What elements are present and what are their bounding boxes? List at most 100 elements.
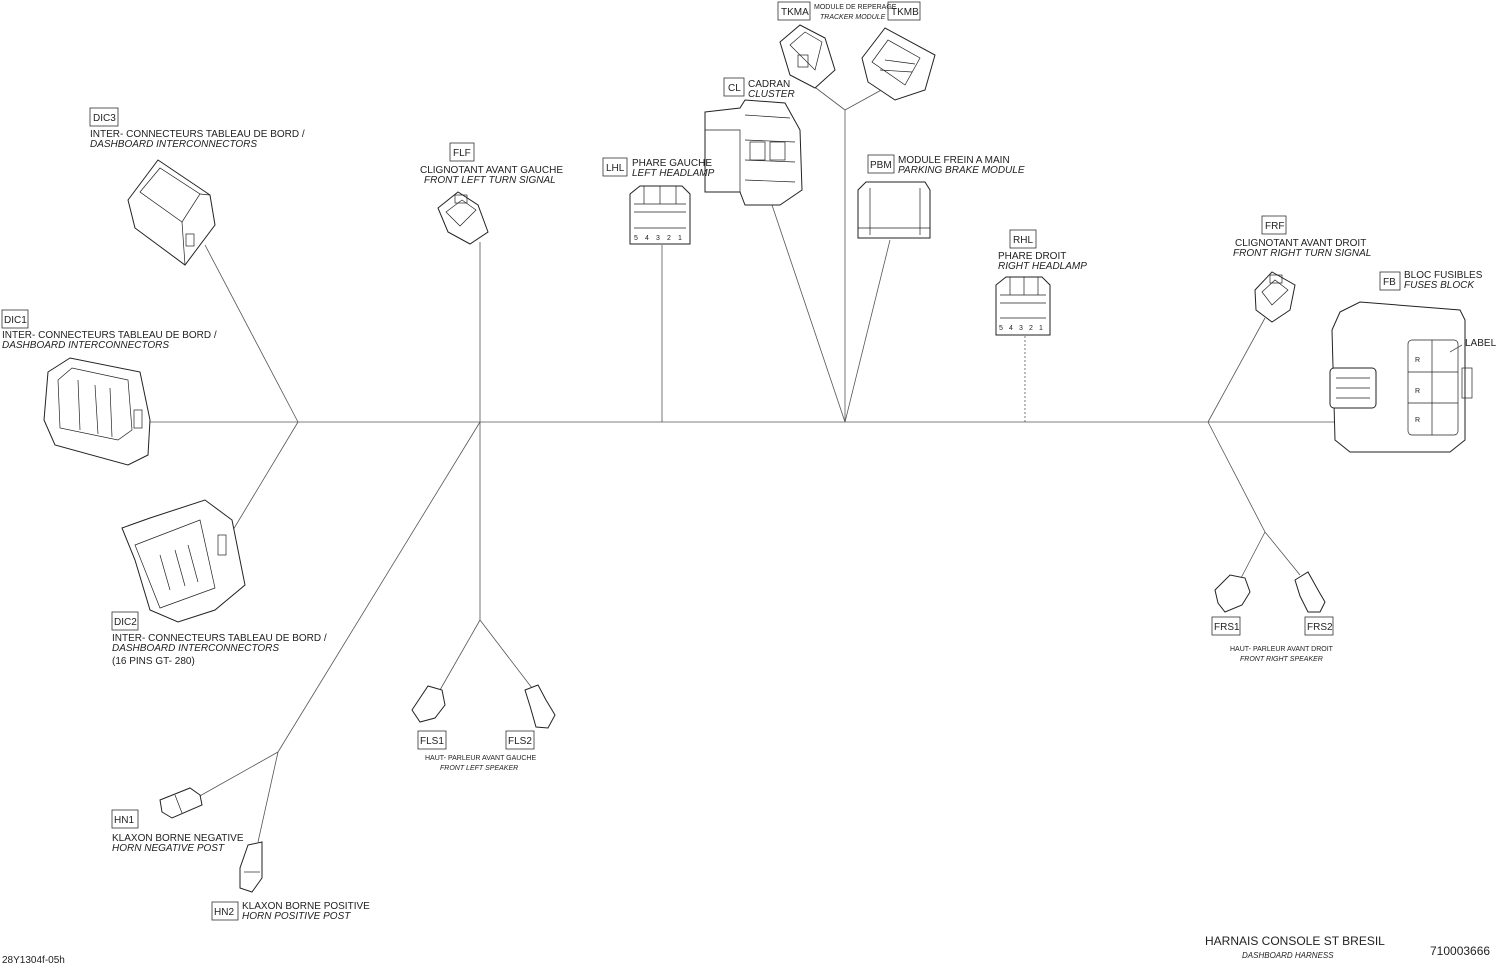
- tracker-fr: MODULE DE REPERAGE: [814, 4, 897, 11]
- svg-text:R: R: [1415, 357, 1420, 364]
- frf-tag: FRF: [1265, 221, 1284, 232]
- connector-lhl-drawing: 5 4 3 2 1: [629, 185, 691, 245]
- dic1-tag: DIC1: [4, 315, 27, 326]
- label-fb: FB BLOC FUSIBLES FUSES BLOCK LABEL: [1379, 270, 1497, 349]
- wire-hn2: [257, 751, 279, 843]
- frs-fr: HAUT- PARLEUR AVANT DROIT: [1230, 646, 1334, 653]
- dic3-tag: DIC3: [93, 113, 116, 124]
- frs-en: FRONT RIGHT SPEAKER: [1240, 656, 1323, 663]
- hn1-fr: KLAXON BORNE NEGATIVE: [112, 833, 244, 844]
- wire-frs2: [1264, 531, 1301, 576]
- frs1-tag: FRS1: [1214, 622, 1240, 633]
- cl-fr: CADRAN: [748, 79, 790, 90]
- label-frs: HAUT- PARLEUR AVANT DROIT FRONT RIGHT SP…: [1230, 646, 1334, 663]
- fls-en: FRONT LEFT SPEAKER: [440, 765, 518, 772]
- label-fls: HAUT- PARLEUR AVANT GAUCHE FRONT LEFT SP…: [425, 755, 536, 772]
- wire-dic3: [204, 244, 299, 423]
- dic1-fr: INTER- CONNECTEURS TABLEAU DE BORD /: [2, 330, 217, 341]
- label-rhl: RHL PHARE DROIT RIGHT HEADLAMP: [998, 229, 1087, 272]
- tkmb-tag: TKMB: [891, 7, 919, 18]
- rhl-pin-2: 2: [1029, 325, 1033, 332]
- hn2-fr: KLAXON BORNE POSITIVE: [242, 901, 370, 912]
- wire-fls1: [439, 619, 481, 691]
- hn1-tag: HN1: [114, 815, 134, 826]
- hn1-en: HORN NEGATIVE POST: [112, 843, 225, 854]
- title-block: HARNAIS CONSOLE ST BRESIL DASHBOARD HARN…: [2, 934, 1490, 966]
- connector-fls2-drawing: [524, 684, 556, 729]
- label-dic3: DIC3 INTER- CONNECTEURS TABLEAU DE BORD …: [89, 107, 305, 150]
- svg-text:R: R: [1415, 417, 1420, 424]
- tracker-en: TRACKER MODULE: [820, 14, 886, 21]
- flf-tag: FLF: [453, 148, 471, 159]
- label-frs1: FRS1: [1211, 616, 1241, 636]
- wire-tkma: [811, 84, 846, 111]
- pbm-fr: MODULE FREIN A MAIN: [898, 155, 1010, 166]
- label-fls1: FLS1: [417, 730, 447, 750]
- wire-hn1: [197, 751, 279, 798]
- dic2-en: DASHBOARD INTERCONNECTORS: [112, 643, 279, 654]
- label-tkma: TKMA: [777, 1, 811, 21]
- rhl-en: RIGHT HEADLAMP: [998, 261, 1087, 272]
- wire-cl: [771, 204, 846, 423]
- drawing-id: 28Y1304f-05h: [2, 955, 65, 966]
- connector-hn1-drawing: [159, 787, 203, 819]
- harness-subtitle: DASHBOARD HARNESS: [1242, 951, 1334, 960]
- connector-pbm-drawing: [857, 181, 931, 239]
- svg-text:R: R: [1415, 388, 1420, 395]
- hn2-tag: HN2: [214, 907, 234, 918]
- wire-frf: [1207, 317, 1266, 423]
- frf-en: FRONT RIGHT TURN SIGNAL: [1233, 248, 1371, 259]
- lhl-pin-5: 5: [634, 235, 638, 242]
- label-frf: FRF CLIGNOTANT AVANT DROIT FRONT RIGHT T…: [1233, 215, 1371, 259]
- connector-hn2-drawing: [239, 841, 263, 893]
- label-lhl: LHL PHARE GAUCHE LEFT HEADLAMP: [602, 157, 715, 179]
- fb-fr: BLOC FUSIBLES: [1404, 270, 1483, 281]
- frs2-tag: FRS2: [1307, 622, 1333, 633]
- flf-fr: CLIGNOTANT AVANT GAUCHE: [420, 165, 563, 176]
- dic3-fr: INTER- CONNECTEURS TABLEAU DE BORD /: [90, 129, 305, 140]
- frf-fr: CLIGNOTANT AVANT DROIT: [1235, 238, 1366, 249]
- dic1-en: DASHBOARD INTERCONNECTORS: [2, 340, 169, 351]
- wire-dic2: [229, 421, 299, 536]
- label-hn2: HN2 KLAXON BORNE POSITIVE HORN POSITIVE …: [211, 901, 370, 922]
- label-pbm: PBM MODULE FREIN A MAIN PARKING BRAKE MO…: [867, 154, 1025, 176]
- rhl-pin-3: 3: [1019, 325, 1023, 332]
- part-number: 710003666: [1430, 944, 1490, 958]
- hn2-en: HORN POSITIVE POST: [242, 911, 351, 922]
- pbm-en: PARKING BRAKE MODULE: [898, 165, 1025, 176]
- lhl-en: LEFT HEADLAMP: [632, 168, 715, 179]
- rhl-pin-5: 5: [999, 325, 1003, 332]
- connector-rhl-drawing: 5 4 3 2 1: [995, 276, 1051, 336]
- dic2-fr: INTER- CONNECTEURS TABLEAU DE BORD /: [112, 633, 327, 644]
- connector-flf-drawing: [437, 191, 489, 245]
- connector-fb-drawing: R R R: [1329, 301, 1473, 453]
- cl-en: CLUSTER: [748, 89, 795, 100]
- flf-en: FRONT LEFT TURN SIGNAL: [424, 175, 556, 186]
- lhl-tag: LHL: [606, 163, 625, 174]
- fb-label: LABEL: [1465, 338, 1497, 349]
- connector-dic3-drawing: [127, 159, 216, 266]
- label-frs2: FRS2: [1304, 616, 1334, 636]
- fls-fr: HAUT- PARLEUR AVANT GAUCHE: [425, 755, 536, 762]
- lhl-pin-3: 3: [656, 235, 660, 242]
- lhl-pin-1: 1: [678, 235, 682, 242]
- connector-fls1-drawing: [411, 685, 446, 723]
- connector-frf-drawing: [1254, 271, 1296, 323]
- connector-tkmb-drawing: [861, 27, 936, 101]
- label-fls2: FLS2: [505, 730, 535, 750]
- fls2-tag: FLS2: [508, 736, 532, 747]
- label-cl: CL CADRAN CLUSTER: [723, 77, 795, 100]
- wire-frs1: [1239, 531, 1266, 581]
- harness-wires: [150, 84, 1335, 843]
- lhl-fr: PHARE GAUCHE: [632, 158, 712, 169]
- fb-tag: FB: [1383, 277, 1396, 288]
- wire-horn-branch: [277, 421, 481, 753]
- fls1-tag: FLS1: [420, 736, 444, 747]
- dic3-en: DASHBOARD INTERCONNECTORS: [90, 139, 257, 150]
- label-hn1: HN1 KLAXON BORNE NEGATIVE HORN NEGATIVE …: [111, 809, 244, 854]
- label-dic1: DIC1 INTER- CONNECTEURS TABLEAU DE BORD …: [1, 309, 217, 351]
- tkma-tag: TKMA: [781, 7, 809, 18]
- connector-cl-drawing: [704, 99, 803, 206]
- rhl-tag: RHL: [1013, 235, 1033, 246]
- rhl-fr: PHARE DROIT: [998, 251, 1066, 262]
